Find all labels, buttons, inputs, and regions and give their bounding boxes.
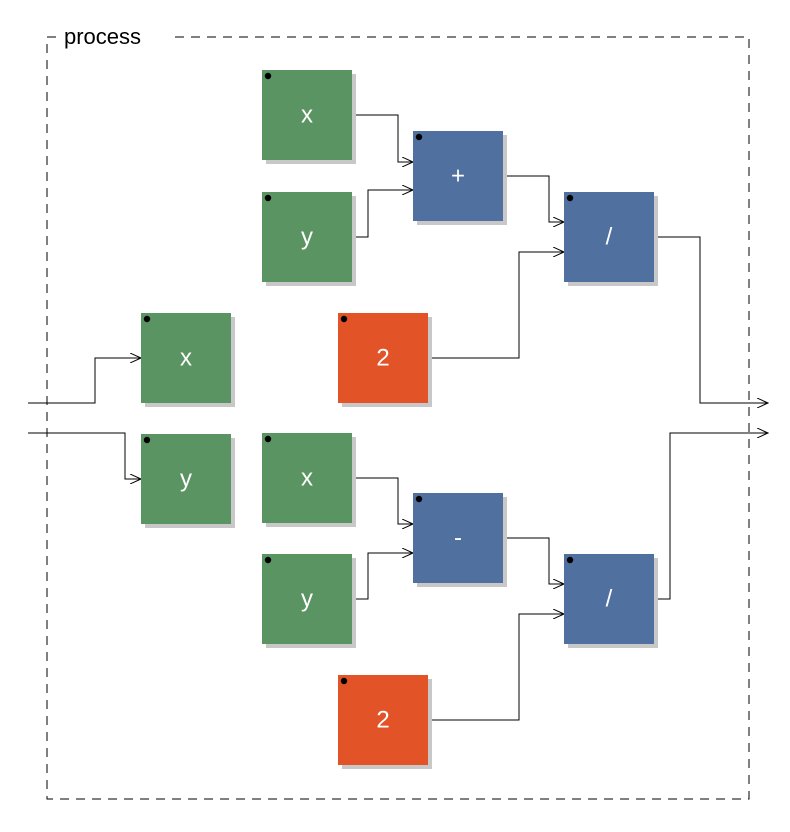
box-x1[interactable]: x <box>262 70 356 164</box>
box-label: 2 <box>376 707 389 734</box>
frame-label: process <box>64 24 141 49</box>
box-dot <box>264 72 272 80</box>
wire-plus-div1 <box>503 175 564 222</box>
box-minus[interactable]: - <box>413 493 507 587</box>
box-body <box>338 675 428 765</box>
wire-div2-out <box>655 433 768 600</box>
wire-div1-out <box>655 236 768 403</box>
box-body <box>262 192 352 282</box>
box-dot <box>143 436 151 444</box>
box-body <box>338 313 428 403</box>
wire-x1-plus <box>352 114 413 162</box>
box-body <box>413 131 503 221</box>
box-label: / <box>606 586 613 613</box>
box-y1[interactable]: y <box>262 192 356 286</box>
wire-minus-div2 <box>503 537 564 584</box>
box-label: y <box>180 466 192 493</box>
box-label: 2 <box>376 345 389 372</box>
box-dot <box>415 495 423 503</box>
box-body <box>564 192 654 282</box>
box-body <box>262 554 352 644</box>
frame-label-background <box>58 22 170 52</box>
wires <box>28 114 768 721</box>
box-label: x <box>301 465 313 492</box>
boxes: x y + / 2 x y x y - / 2 <box>141 70 658 769</box>
wire-in1-xin <box>28 358 141 404</box>
process-frame <box>46 36 750 800</box>
box-dot <box>415 133 423 141</box>
box-label: - <box>454 525 462 552</box>
box-label: x <box>180 345 192 372</box>
box-label: + <box>451 163 465 190</box>
box-dot <box>340 315 348 323</box>
box-label: x <box>301 102 313 129</box>
box-body <box>262 70 352 160</box>
box-label: y <box>301 224 313 251</box>
box-yin[interactable]: y <box>141 434 235 528</box>
wire-c2-div2 <box>428 614 564 721</box>
wire-y1-plus <box>352 190 413 238</box>
box-dot <box>340 677 348 685</box>
box-dot <box>264 556 272 564</box>
wire-y2-minus <box>352 553 413 600</box>
box-y2[interactable]: y <box>262 554 356 648</box>
box-div2[interactable]: / <box>564 554 658 648</box>
wire-c1-div1 <box>428 252 564 359</box>
box-body <box>564 554 654 644</box>
wire-in2-yin <box>28 432 141 479</box>
box-plus[interactable]: + <box>413 131 507 225</box>
box-const-2[interactable]: 2 <box>338 675 432 769</box>
box-body <box>141 434 231 524</box>
box-label: y <box>301 586 313 613</box>
box-body <box>413 493 503 583</box>
box-dot <box>566 556 574 564</box>
box-body <box>141 313 231 403</box>
box-xin[interactable]: x <box>141 313 235 407</box>
box-const-1[interactable]: 2 <box>338 313 432 407</box>
box-dot <box>264 435 272 443</box>
box-div1[interactable]: / <box>564 192 658 286</box>
box-x2[interactable]: x <box>262 433 356 527</box>
box-dot <box>566 194 574 202</box>
wire-x2-minus <box>352 477 413 524</box>
box-label: / <box>606 224 613 251</box>
box-body <box>262 433 352 523</box>
box-dot <box>264 194 272 202</box>
box-dot <box>143 315 151 323</box>
